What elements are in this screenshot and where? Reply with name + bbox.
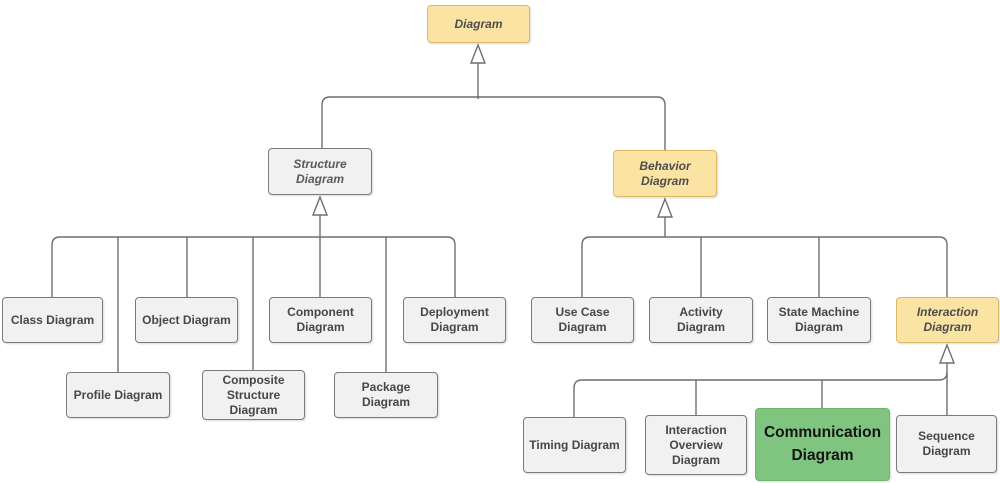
node-interaction-overview-diagram[interactable]: Interaction Overview Diagram — [645, 415, 747, 475]
arrowhead-to-structure-icon — [311, 195, 329, 216]
node-activity-diagram[interactable]: Activity Diagram — [649, 297, 753, 343]
node-label: Behavior Diagram — [639, 158, 691, 188]
node-label: Interaction Overview Diagram — [665, 422, 727, 467]
node-deployment-diagram[interactable]: Deployment Diagram — [403, 297, 506, 343]
edge-root-bus — [321, 96, 666, 150]
node-label: Deployment Diagram — [420, 305, 489, 334]
node-use-case-diagram[interactable]: Use Case Diagram — [531, 297, 634, 343]
node-label: Profile Diagram — [73, 387, 163, 402]
node-structure-diagram[interactable]: Structure Diagram — [268, 148, 372, 195]
node-label: Timing Diagram — [529, 437, 620, 452]
node-state-machine-diagram[interactable]: State Machine Diagram — [767, 297, 871, 343]
node-composite-structure-diagram[interactable]: Composite Structure Diagram — [202, 370, 305, 420]
node-label: Structure Diagram — [293, 156, 347, 186]
node-label: Communication Diagram — [763, 424, 882, 464]
node-object-diagram[interactable]: Object Diagram — [135, 297, 238, 343]
arrowhead-to-behavior-icon — [656, 197, 674, 218]
node-communication-diagram[interactable]: Communication Diagram — [755, 408, 890, 481]
hollow-triangle-arrowheads — [311, 43, 956, 364]
arrowhead-to-diagram-icon — [469, 43, 487, 64]
node-profile-diagram[interactable]: Profile Diagram — [66, 372, 170, 418]
node-label: Object Diagram — [142, 312, 231, 327]
node-class-diagram[interactable]: Class Diagram — [2, 297, 103, 343]
node-behavior-diagram[interactable]: Behavior Diagram — [613, 150, 717, 197]
generalization-edges — [51, 63, 948, 417]
node-label: Interaction Diagram — [916, 305, 979, 334]
edge-interaction-bus — [573, 371, 948, 417]
node-label: Composite Structure Diagram — [222, 372, 285, 417]
node-label: Use Case Diagram — [555, 305, 610, 334]
node-diagram[interactable]: Diagram — [427, 5, 530, 43]
node-label: State Machine Diagram — [778, 305, 860, 334]
node-label: Activity Diagram — [676, 305, 726, 334]
edge-behavior-bus — [581, 236, 948, 297]
node-label: Package Diagram — [361, 380, 411, 409]
node-sequence-diagram[interactable]: Sequence Diagram — [896, 415, 997, 473]
node-label: Sequence Diagram — [918, 429, 975, 458]
node-timing-diagram[interactable]: Timing Diagram — [523, 417, 626, 473]
node-package-diagram[interactable]: Package Diagram — [334, 372, 438, 418]
arrowhead-to-interaction-icon — [938, 343, 956, 364]
node-component-diagram[interactable]: Component Diagram — [269, 297, 372, 343]
node-label: Class Diagram — [10, 312, 95, 327]
node-label: Diagram — [454, 16, 503, 31]
node-interaction-diagram[interactable]: Interaction Diagram — [896, 297, 999, 343]
node-label: Component Diagram — [287, 305, 354, 334]
